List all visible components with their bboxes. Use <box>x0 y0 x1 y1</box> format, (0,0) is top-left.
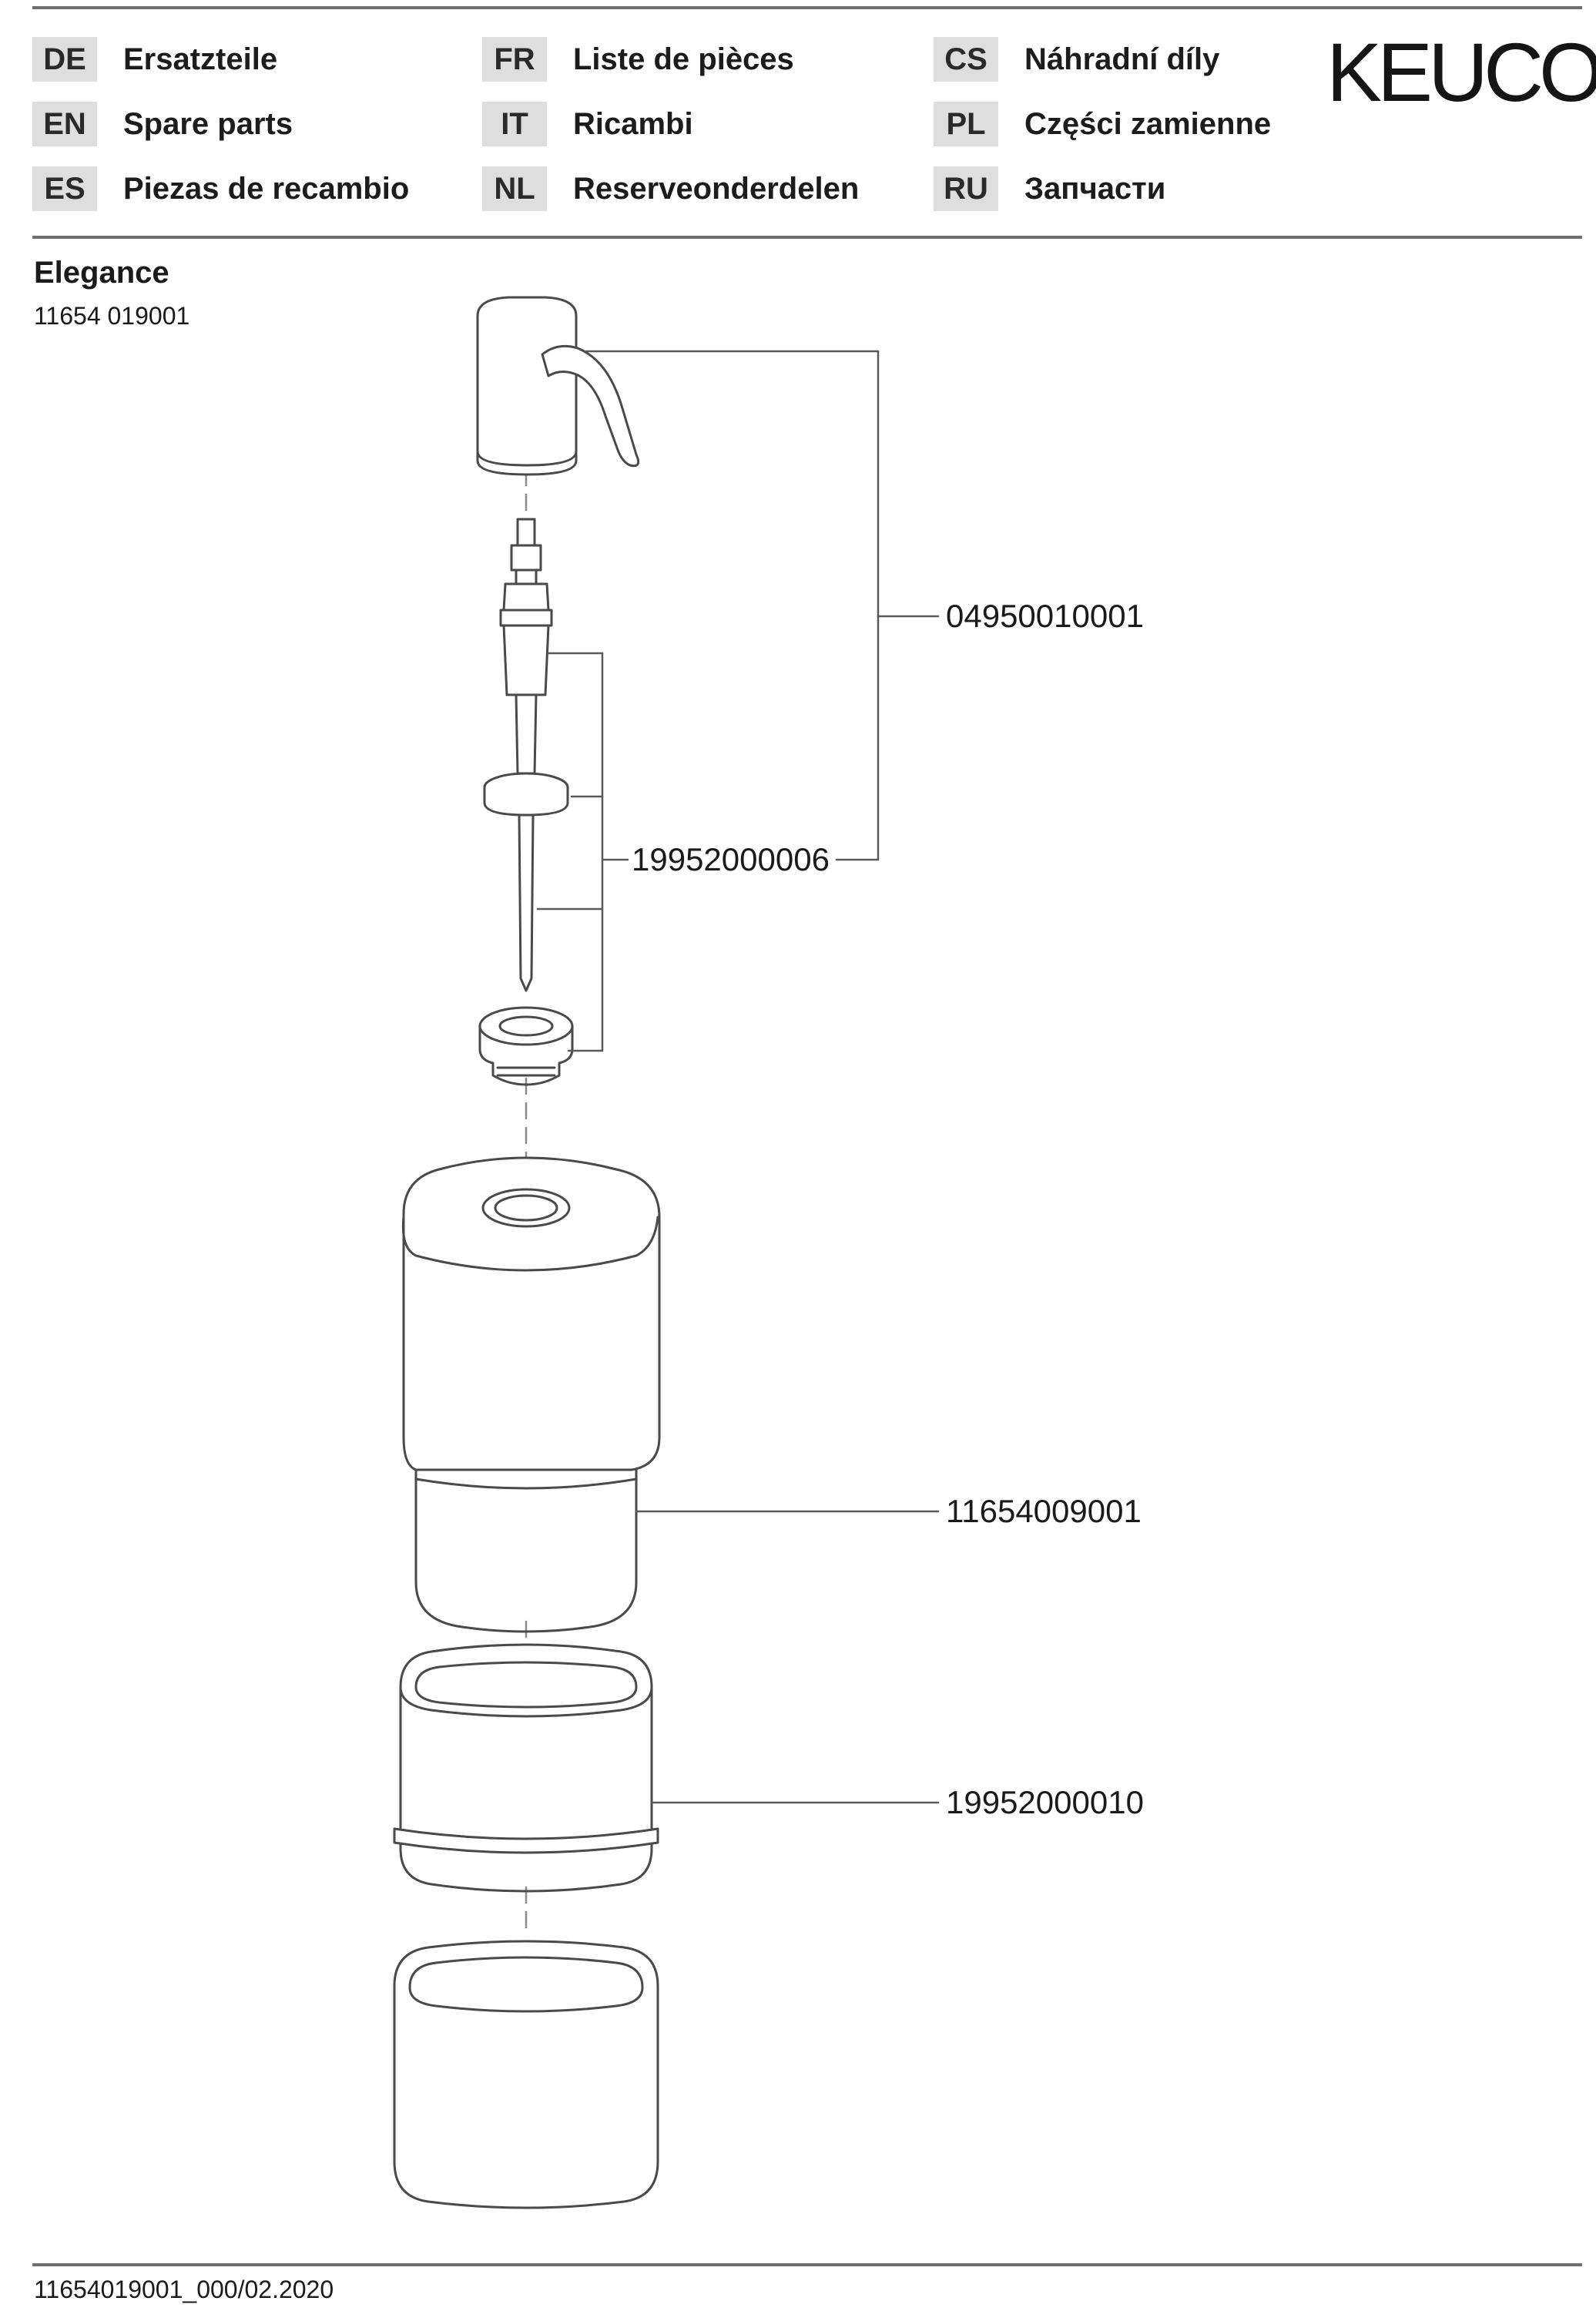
lang-label: Liste de pièces <box>573 42 794 76</box>
document-code: 11654019001_000/02.2020 <box>34 2276 334 2303</box>
part-number-label: 04950010001 <box>943 598 1147 635</box>
lang-label: Reserveonderdelen <box>573 171 860 206</box>
lang-code: FR <box>482 37 547 82</box>
lang-label: Ricambi <box>573 106 693 141</box>
top-rule <box>32 6 1582 9</box>
seal-ring <box>393 1643 659 1893</box>
pump-head <box>476 296 640 476</box>
lang-label: Ersatzteile <box>123 42 278 76</box>
part-number-label: 19952000010 <box>943 1784 1147 1821</box>
leader-lines <box>536 350 940 1804</box>
lang-label: Náhradní díly <box>1024 42 1220 76</box>
header-divider <box>32 236 1582 239</box>
lang-row-cs: CS Náhradní díly <box>934 34 1219 85</box>
lang-row-fr: FR Liste de pièces <box>482 34 794 85</box>
brand-logo: KEUCO <box>1326 25 1596 119</box>
lang-code: RU <box>934 166 998 211</box>
lang-row-pl: PL Części zamienne <box>934 99 1271 149</box>
lang-code: NL <box>482 166 547 211</box>
pump-insert <box>478 1006 574 1086</box>
base-cup <box>393 1940 659 2209</box>
part-number-label: 11654009001 <box>943 1493 1145 1530</box>
lang-code: CS <box>934 37 998 82</box>
lang-code: EN <box>32 102 97 146</box>
lang-row-ru: RU Запчасти <box>934 163 1165 214</box>
lang-row-it: IT Ricambi <box>482 99 693 149</box>
part-number-label: 19952000006 <box>629 841 833 878</box>
lang-label: Piezas de recambio <box>123 171 410 206</box>
lang-code: IT <box>482 102 547 146</box>
pump-mechanism <box>483 518 569 992</box>
lang-label: Części zamienne <box>1024 106 1272 141</box>
lang-code: PL <box>934 102 998 146</box>
dispenser-container <box>401 1156 661 1633</box>
lang-code: ES <box>32 166 97 211</box>
lang-row-nl: NL Reserveonderdelen <box>482 163 859 214</box>
product-name: Elegance <box>34 256 169 290</box>
lang-code: DE <box>32 37 97 82</box>
lang-row-de: DE Ersatzteile <box>32 34 277 85</box>
lang-label: Запчасти <box>1024 171 1166 206</box>
lang-row-en: EN Spare parts <box>32 99 293 149</box>
lang-label: Spare parts <box>123 106 293 141</box>
footer-divider <box>32 2263 1582 2266</box>
product-number: 11654 019001 <box>34 302 190 330</box>
lang-row-es: ES Piezas de recambio <box>32 163 409 214</box>
exploded-parts-drawing <box>393 296 940 2209</box>
